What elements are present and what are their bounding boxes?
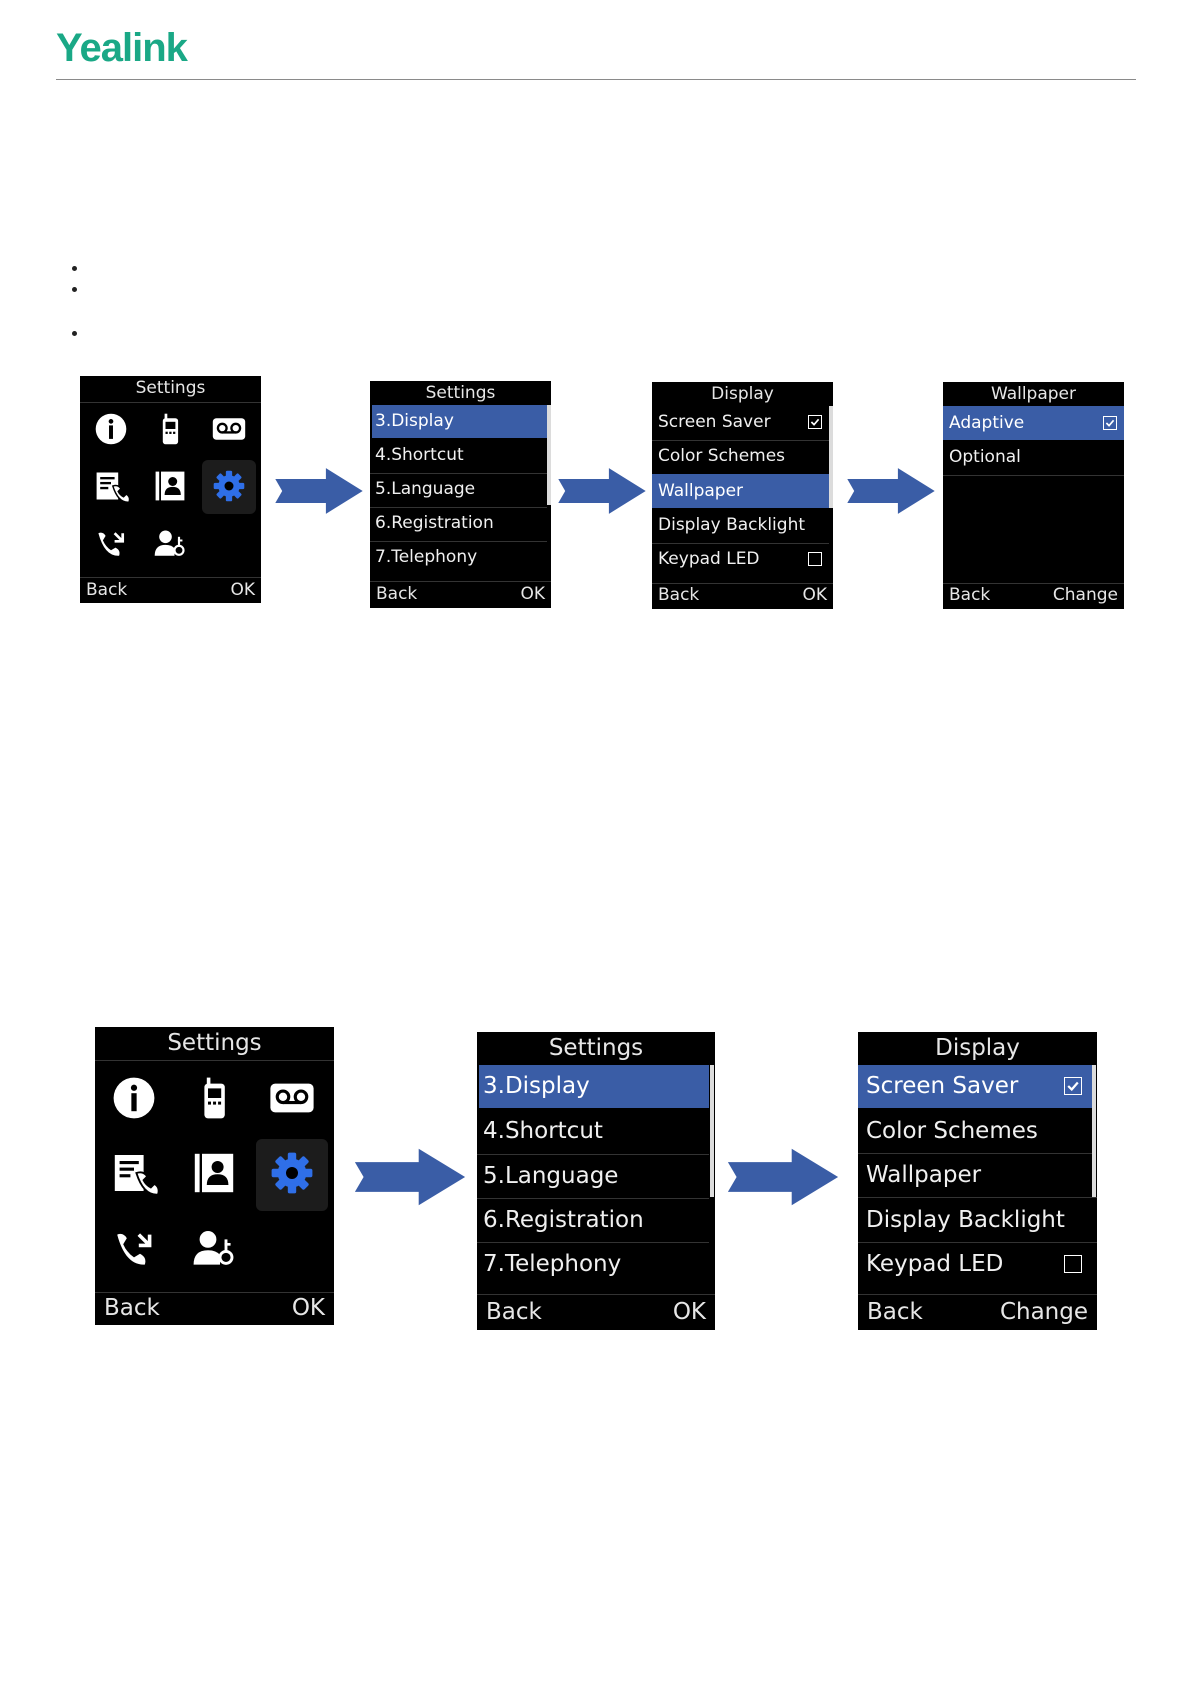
voicemail-icon[interactable] [211,411,247,447]
menu-item-color-schemes[interactable]: Color Schemes [866,1118,1038,1144]
bullet-marker [72,287,77,292]
bullet-marker [72,266,77,271]
arrow-right [352,1146,468,1208]
softkey-back[interactable]: Back [949,585,991,605]
fig1-settings-screen: Settings 3.Display 4.Shortcut 5.Language… [370,381,551,608]
menu-item-shortcut[interactable]: 4.Shortcut [483,1118,603,1144]
keypad-led-checkbox[interactable] [808,552,822,566]
scrollbar[interactable] [1092,1065,1096,1197]
menu-item-screen-saver[interactable]: Screen Saver [858,1065,1092,1108]
menu-item-screen-saver[interactable]: Screen Saver [658,412,771,432]
softkey-ok[interactable]: OK [230,580,255,600]
user-settings-icon[interactable] [190,1225,238,1273]
menu-item-display-backlight[interactable]: Display Backlight [866,1207,1065,1233]
screen-title: Settings [425,383,496,403]
softkey-ok[interactable]: OK [520,584,545,604]
screen-title: Settings [167,1030,262,1056]
menu-item-display-backlight[interactable]: Display Backlight [658,515,806,535]
menu-item-language[interactable]: 5.Language [483,1163,619,1189]
softkey-back[interactable]: Back [658,585,700,605]
menu-item-keypad-led[interactable]: Keypad LED [658,549,760,569]
intercom-icon[interactable] [93,526,129,562]
menu-item-color-schemes[interactable]: Color Schemes [658,446,786,466]
screen-title: Settings [135,378,206,398]
menu-item-keypad-led[interactable]: Keypad LED [866,1251,1004,1277]
fig2-settings-screen: Settings 3.Display 4.Shortcut 5.Language… [477,1032,715,1330]
scrollbar[interactable] [547,405,551,505]
adaptive-checkbox[interactable] [1103,416,1117,430]
settings-gear-icon[interactable] [211,468,247,504]
menu-item-display[interactable]: 3.Display [372,405,547,438]
menu-item-adaptive[interactable]: Adaptive [943,406,1124,440]
menu-item-optional[interactable]: Optional [949,447,1021,467]
info-icon[interactable] [93,411,129,447]
menu-item-shortcut[interactable]: 4.Shortcut [375,445,464,465]
softkey-ok[interactable]: OK [802,585,827,605]
menu-item-registration[interactable]: 6.Registration [375,513,494,533]
directory-icon[interactable] [152,468,188,504]
handset-icon[interactable] [190,1074,238,1122]
softkey-back[interactable]: Back [376,584,418,604]
softkey-back[interactable]: Back [486,1299,542,1325]
header-divider [56,79,1136,80]
fig1-display-screen: Display Screen Saver Color Schemes Wallp… [652,382,833,609]
voicemail-icon[interactable] [268,1074,316,1122]
screen-saver-checkbox[interactable] [1064,1077,1082,1095]
softkey-change[interactable]: Change [999,1299,1088,1325]
arrow-right [273,466,365,516]
softkey-change[interactable]: Change [1052,585,1118,605]
call-log-icon[interactable] [110,1149,158,1197]
handset-icon[interactable] [152,411,188,447]
menu-item-telephony[interactable]: 7.Telephony [375,547,478,567]
fig2-home-screen: Settings Back OK [95,1027,334,1325]
arrow-right [725,1146,841,1208]
softkey-back[interactable]: Back [104,1295,160,1321]
scrollbar[interactable] [710,1065,714,1197]
yealink-logo: Yealink [56,26,188,70]
menu-item-wallpaper[interactable]: Wallpaper [652,474,829,508]
fig2-display-screen: Display Screen Saver Color Schemes Wallp… [858,1032,1097,1330]
softkey-back[interactable]: Back [867,1299,923,1325]
scrollbar[interactable] [829,406,833,508]
keypad-led-checkbox[interactable] [1064,1255,1082,1273]
settings-gear-icon[interactable] [268,1149,316,1197]
user-settings-icon[interactable] [152,526,188,562]
softkey-back[interactable]: Back [86,580,128,600]
screen-title: Display [935,1035,1020,1061]
fig1-home-screen: Settings Back OK [80,376,261,603]
screen-title: Display [711,384,774,404]
menu-item-wallpaper[interactable]: Wallpaper [866,1162,982,1188]
call-log-icon[interactable] [93,468,129,504]
screen-title: Settings [548,1035,644,1061]
intercom-icon[interactable] [110,1225,158,1273]
fig1-wallpaper-screen: Wallpaper Adaptive Optional Back Change [943,382,1124,609]
menu-item-display[interactable]: 3.Display [479,1065,709,1108]
menu-item-registration[interactable]: 6.Registration [483,1207,644,1233]
screen-title: Wallpaper [990,384,1077,404]
arrow-right [845,466,937,516]
softkey-ok[interactable]: OK [672,1299,706,1325]
bullet-marker [72,331,77,336]
screen-saver-checkbox[interactable] [808,415,822,429]
menu-item-language[interactable]: 5.Language [375,479,476,499]
directory-icon[interactable] [190,1149,238,1197]
info-icon[interactable] [110,1074,158,1122]
menu-item-telephony[interactable]: 7.Telephony [483,1251,622,1277]
arrow-right [556,466,648,516]
softkey-ok[interactable]: OK [291,1295,325,1321]
